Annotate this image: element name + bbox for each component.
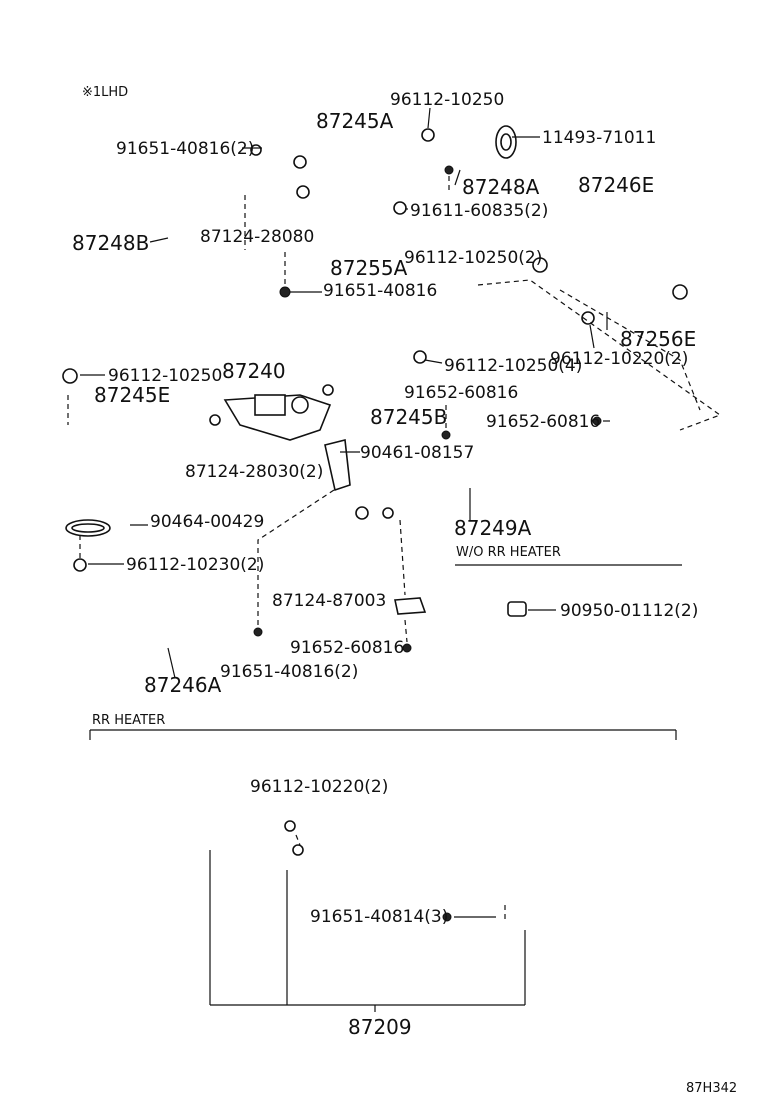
label-11493-71011: 11493-71011 xyxy=(542,128,656,148)
label-96112-10230: 96112-10230(2) xyxy=(126,555,264,575)
label-87209: 87209 xyxy=(348,1015,412,1039)
pipe-87248B xyxy=(158,156,304,336)
label-96112-10250-2: 96112-10250(2) xyxy=(404,248,542,268)
label-87245B: 87245B xyxy=(370,405,447,429)
label-91652-60816-a: 91652-60816 xyxy=(404,383,518,403)
hose-87255A xyxy=(323,201,402,217)
part-labels: ※1LHD 96112-10250 87245A 11493-71011 916… xyxy=(72,85,737,1096)
label-91651-40816-2-top: 91651-40816(2) xyxy=(116,139,254,159)
plug-90950-01112 xyxy=(507,601,527,617)
label-91652-60816-b: 91652-60816 xyxy=(486,412,600,432)
label-87255A: 87255A xyxy=(330,256,408,280)
label-87124-87003: 87124-87003 xyxy=(272,591,386,611)
clamp-90464-00429 xyxy=(65,519,111,537)
hose-87246A xyxy=(72,553,262,657)
label-96112-10220-2-low: 96112-10220(2) xyxy=(250,777,388,797)
label-91611-60835: 91611-60835(2) xyxy=(410,201,548,221)
label-87248A: 87248A xyxy=(462,175,540,199)
label-wo-rr-heater: W/O RR HEATER xyxy=(456,545,561,560)
label-90950-01112: 90950-01112(2) xyxy=(560,601,698,621)
label-96112-10250-4: 96112-10250(4) xyxy=(444,356,582,376)
diagram-code: 87H342 xyxy=(686,1081,737,1096)
label-87245A: 87245A xyxy=(316,109,394,133)
label-87249A: 87249A xyxy=(454,516,532,540)
pipe-87209 xyxy=(206,757,664,949)
hose-87245E xyxy=(60,423,217,496)
variant-mark: ※1LHD xyxy=(82,85,128,100)
label-91651-40816-2-low: 91651-40816(2) xyxy=(220,662,358,682)
valve-87240 xyxy=(223,394,332,441)
label-87246A: 87246A xyxy=(144,673,222,697)
label-90464-00429: 90464-00429 xyxy=(150,512,264,532)
label-87245E: 87245E xyxy=(94,383,170,407)
hose-87246E xyxy=(551,204,615,264)
label-87256E: 87256E xyxy=(620,327,696,351)
hose-87245B xyxy=(351,368,407,387)
label-96112-10250-left: 96112-10250 xyxy=(108,366,222,386)
label-96112-10250-top: 96112-10250 xyxy=(390,90,504,110)
label-91652-60816-c: 91652-60816 xyxy=(290,638,404,658)
hose-87248A xyxy=(443,121,507,172)
label-87124-28080: 87124-28080 xyxy=(200,227,314,247)
label-96112-10220-2-mid: 96112-10220(2) xyxy=(550,349,688,369)
hose-mid-lower xyxy=(279,516,351,561)
label-87124-28030: 87124-28030(2) xyxy=(185,462,323,482)
label-rr-heater: RR HEATER xyxy=(92,713,165,728)
label-87246E: 87246E xyxy=(578,173,654,197)
pipe-87249A xyxy=(386,424,684,514)
label-90461-08157: 90461-08157 xyxy=(360,443,474,463)
label-87240: 87240 xyxy=(222,359,286,383)
label-91651-40816-mid: 91651-40816 xyxy=(323,281,437,301)
label-91651-40814: 91651-40814(3) xyxy=(310,907,448,927)
leader-lines xyxy=(67,107,722,1012)
gasket-11493-71011 xyxy=(495,125,517,159)
hose-87256E xyxy=(598,285,667,312)
hose-87245A xyxy=(320,130,426,181)
label-87248B: 87248B xyxy=(72,231,149,255)
